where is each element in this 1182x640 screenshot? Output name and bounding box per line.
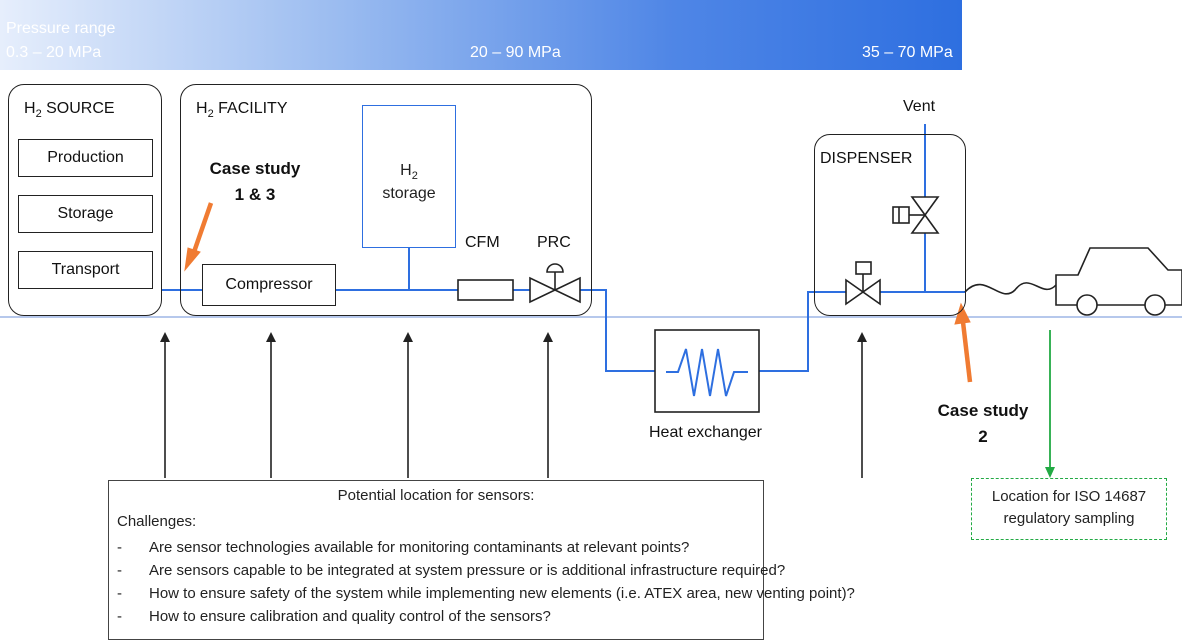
challenges-label: Challenges:: [117, 513, 197, 530]
h2-source-title: H2 SOURCE: [24, 100, 115, 121]
list-item: -How to ensure safety of the system whil…: [117, 585, 855, 602]
source-storage: Storage: [18, 195, 153, 233]
list-item: -Are sensor technologies available for m…: [117, 539, 690, 556]
h2-facility-title: H2 FACILITY: [196, 100, 288, 121]
car-icon: [1055, 247, 1182, 316]
sensors-panel: Potential location for sensors: Challeng…: [108, 480, 855, 640]
dispenser-group: [814, 134, 966, 316]
sensors-heading: Potential location for sensors:: [337, 487, 535, 504]
challenges-list: -Are sensor technologies available for m…: [117, 536, 855, 628]
cfm-label: CFM: [465, 234, 500, 251]
pressure-range-high: 35 – 70 MPa: [862, 44, 953, 61]
pressure-range-low: 0.3 – 20 MPa: [6, 44, 102, 61]
pressure-range-banner: Pressure range 0.3 – 20 MPa 20 – 90 MPa …: [0, 0, 962, 70]
heat-exchanger-label: Heat exchanger: [649, 424, 762, 441]
h2-source-group: [8, 84, 162, 316]
prc-valve-icon: [529, 263, 581, 304]
compressor: Compressor: [202, 264, 336, 306]
source-production: Production: [18, 139, 153, 177]
pressure-range-mid: 20 – 90 MPa: [470, 44, 561, 61]
prc-label: PRC: [537, 234, 571, 251]
pressure-range-title: Pressure range: [6, 20, 116, 37]
vent-label: Vent: [903, 98, 936, 115]
dispenser-valve-icon: [845, 261, 881, 306]
heat-exchanger-coil-icon: [666, 348, 748, 397]
vent-valve-icon: [892, 196, 940, 234]
h2-facility-group: [180, 84, 592, 316]
h2-storage-tank: H2 storage: [362, 105, 456, 248]
source-transport: Transport: [18, 251, 153, 289]
list-item: -How to ensure calibration and quality c…: [117, 608, 551, 625]
list-item: -Are sensors capable to be integrated at…: [117, 562, 786, 579]
dispenser-title: DISPENSER: [820, 150, 913, 167]
